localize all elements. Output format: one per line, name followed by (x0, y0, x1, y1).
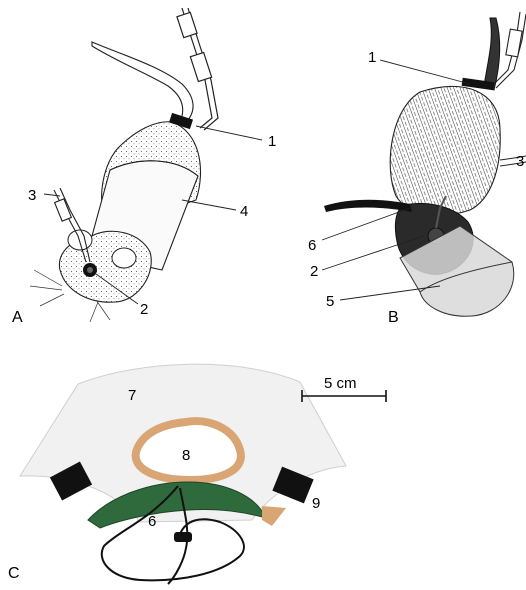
b-callout-3: 3 (516, 153, 524, 170)
b-callout-6: 6 (308, 237, 316, 254)
b-callout-5: 5 (326, 293, 334, 310)
a-callout-2: 2 (140, 301, 148, 318)
b-callout-1: 1 (368, 49, 376, 66)
c-tan-strip (262, 506, 286, 526)
panel-c: 5 cm 7 8 6 9 C (8, 364, 386, 584)
panel-a: 1 4 2 3 A (12, 8, 276, 326)
b-callout-2: 2 (310, 263, 318, 280)
a-tail (92, 42, 193, 122)
a-ear-left (68, 230, 92, 250)
c-callout-8: 8 (182, 447, 190, 464)
panel-b: 1 3 6 2 5 B (308, 12, 526, 326)
a-callout-1: 1 (268, 133, 276, 150)
a-callout-3: 3 (28, 187, 36, 204)
a-ear-right (112, 248, 136, 268)
c-callout-7: 7 (128, 387, 136, 404)
c-scale-bar-label: 5 cm (324, 375, 357, 392)
a-callout-4: 4 (240, 203, 248, 220)
panel-label-b: B (388, 309, 399, 326)
panel-label-c: C (8, 565, 20, 582)
c-callout-9: 9 (312, 495, 320, 512)
c-cord-lock (174, 532, 192, 542)
b-tail (484, 18, 500, 90)
panel-label-a: A (12, 309, 23, 326)
c-callout-6: 6 (148, 513, 156, 530)
